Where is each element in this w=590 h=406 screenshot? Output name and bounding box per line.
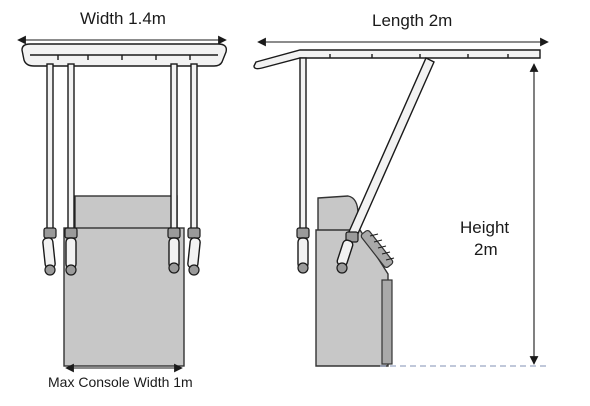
height-label: Height bbox=[460, 218, 510, 237]
side-clamps bbox=[296, 227, 359, 274]
front-view bbox=[17, 35, 228, 373]
height-value-label: 2m bbox=[474, 240, 498, 259]
side-vertical-leg bbox=[299, 57, 307, 235]
front-right-leg-inner bbox=[170, 63, 178, 237]
side-diagonal-brace bbox=[347, 57, 435, 239]
front-left-leg-outer bbox=[46, 63, 54, 237]
front-right-leg-outer bbox=[190, 63, 198, 237]
front-rail-studs bbox=[57, 55, 191, 60]
side-view bbox=[253, 37, 549, 367]
front-left-leg-inner bbox=[67, 63, 75, 237]
side-canopy-rail bbox=[253, 49, 541, 70]
console-width-label: Max Console Width 1m bbox=[48, 374, 193, 390]
side-rail-studs bbox=[329, 54, 509, 58]
front-right-clamps bbox=[167, 227, 201, 276]
steering-wheel bbox=[360, 229, 395, 269]
side-console-rear-panel bbox=[381, 279, 393, 365]
front-left-clamps bbox=[42, 227, 78, 276]
front-console-upper bbox=[74, 195, 178, 233]
width-label: Width 1.4m bbox=[80, 9, 166, 28]
length-label: Length 2m bbox=[372, 11, 453, 30]
front-console-body bbox=[63, 227, 185, 367]
